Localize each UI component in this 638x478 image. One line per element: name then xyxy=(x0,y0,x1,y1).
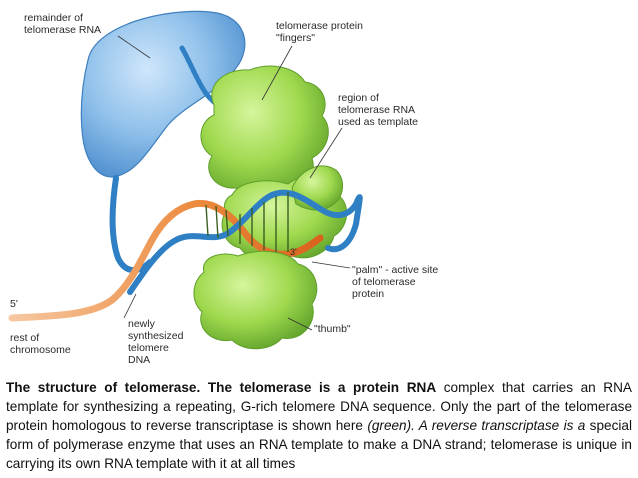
label-rest-chromosome: rest of chromosome xyxy=(10,332,71,356)
caption-text: complex that carries an RNA template for… xyxy=(6,380,632,433)
label-remainder-rna-line2: telomerase RNA xyxy=(24,24,102,36)
label-remainder-rna: remainder of telomerase RNA xyxy=(24,12,101,36)
protein-fingers xyxy=(200,65,329,200)
label-palm-line1: "palm" - active site xyxy=(352,264,439,276)
leader-lines xyxy=(117,35,351,331)
caption-paragraph: The structure of telomerase. The telomer… xyxy=(6,378,632,473)
label-remainder-rna-line1: remainder of xyxy=(24,12,83,24)
label-five-prime: 5' xyxy=(10,298,18,310)
label-fingers-line1: telomerase protein xyxy=(276,20,363,32)
caption-text-end: special form of polymerase enzyme that u… xyxy=(6,418,632,471)
label-rest-line1: rest of xyxy=(10,332,40,344)
label-palm: "palm" - active site of telomerase prote… xyxy=(352,264,438,300)
label-thumb: "thumb" xyxy=(314,323,351,335)
label-template-line3: used as template xyxy=(338,116,418,128)
label-palm-line2: of telomerase xyxy=(352,276,416,288)
telomerase-diagram: remainder of telomerase RNA telomerase p… xyxy=(8,10,438,366)
label-new-dna-line2: synthesized xyxy=(128,330,184,342)
label-three-prime: 3' xyxy=(290,247,297,257)
label-rest-line2: chromosome xyxy=(10,344,71,356)
label-new-dna-line3: telomere xyxy=(128,342,169,354)
rna-remainder-lobe xyxy=(80,10,246,178)
label-template-line1: region of xyxy=(338,92,379,104)
label-template-region: region of telomerase RNA used as templat… xyxy=(338,92,418,128)
label-new-dna: newly synthesized telomere DNA xyxy=(128,318,183,366)
dna-strand-orange xyxy=(8,199,324,322)
label-palm-line3: protein xyxy=(352,288,385,300)
protein-thumb xyxy=(193,250,318,350)
dna-strand-blue xyxy=(127,189,363,295)
label-protein-fingers: telomerase protein "fingers" xyxy=(276,20,363,44)
caption-bold-title: The structure of telomerase. The telomer… xyxy=(6,380,437,395)
label-template-line2: telomerase RNA xyxy=(338,104,416,116)
base-pairs xyxy=(205,192,289,254)
caption-italic: (green). A reverse transcriptase is a xyxy=(367,418,586,433)
telomerase-illustration xyxy=(8,10,363,350)
label-new-dna-line4: DNA xyxy=(128,354,151,366)
label-new-dna-line1: newly xyxy=(128,318,155,330)
label-fingers-line2: "fingers" xyxy=(276,32,315,44)
